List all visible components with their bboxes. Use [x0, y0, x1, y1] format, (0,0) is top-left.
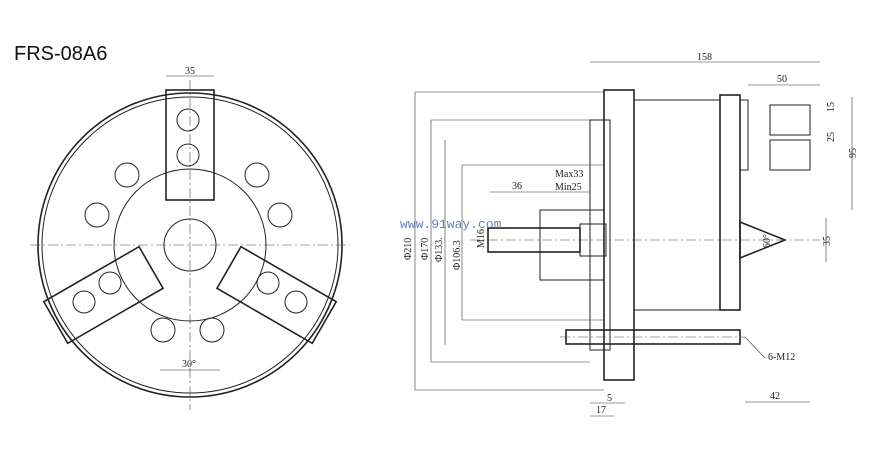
svg-text:158: 158 [697, 52, 712, 63]
svg-text:95: 95 [848, 148, 859, 158]
svg-text:15: 15 [826, 102, 837, 112]
front-view: 35 30° [30, 66, 350, 410]
watermark: www.91way.com [400, 217, 502, 232]
svg-text:36: 36 [512, 181, 522, 192]
jaw-right [215, 245, 338, 345]
svg-text:6-M12: 6-M12 [768, 352, 795, 363]
svg-text:Max33: Max33 [555, 169, 583, 180]
svg-text:Φ133.: Φ133. [434, 237, 445, 262]
svg-text:60°: 60° [762, 234, 773, 248]
svg-text:Φ210: Φ210 [403, 238, 414, 260]
jaw-angle-label: 30° [182, 359, 196, 370]
svg-text:Min25: Min25 [555, 182, 582, 193]
svg-text:M16: M16 [476, 229, 487, 248]
svg-text:35: 35 [185, 66, 195, 77]
jaw-left [42, 245, 165, 345]
side-view: 158 50 15 25 95 35 60° Max33 Min25 36 M1… [403, 52, 859, 417]
svg-text:Φ106.3: Φ106.3 [452, 240, 463, 270]
model-title: FRS-08A6 [14, 43, 107, 65]
svg-text:42: 42 [770, 391, 780, 402]
svg-text:50: 50 [777, 74, 787, 85]
svg-text:Φ170: Φ170 [420, 238, 431, 260]
svg-text:17: 17 [596, 405, 606, 416]
jaw-top [165, 89, 215, 201]
svg-text:5: 5 [607, 393, 612, 404]
svg-text:25: 25 [826, 132, 837, 142]
svg-text:35: 35 [822, 236, 833, 246]
